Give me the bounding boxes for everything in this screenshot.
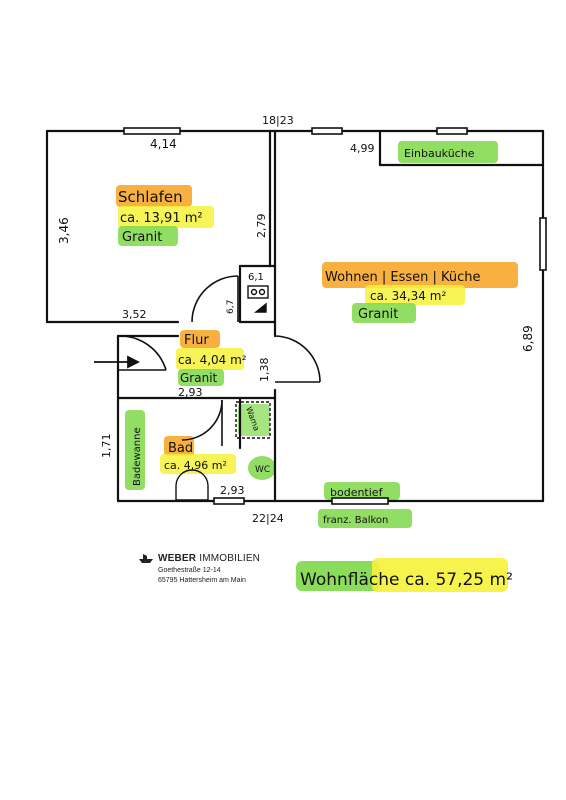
company-street: Goethestraße 12-14	[158, 567, 221, 574]
room-flur-name: Flur	[184, 333, 209, 348]
room-flur-floor: Granit	[180, 371, 218, 385]
room-bad-area: ca. 4,96 m²	[164, 459, 227, 472]
dim-top-total: 18|23	[262, 114, 294, 127]
label-wc: WC	[255, 465, 270, 475]
dim-small-top: 6,1	[248, 272, 264, 283]
room-wohnen-floor: Granit	[358, 307, 398, 322]
total-area: Wohnfläche ca. 57,25 m²	[300, 570, 513, 590]
label-balkon: franz. Balkon	[323, 515, 388, 526]
dim-small-side: 6,7	[226, 300, 236, 314]
entrance-arrow-icon	[94, 355, 141, 369]
dim-flur-right: 1,38	[258, 358, 271, 383]
room-labels: Schlafen ca. 13,91 m² Granit Wohnen | Es…	[118, 188, 481, 472]
dim-flur-bottom: 2,93	[178, 386, 203, 399]
boat-icon	[139, 554, 153, 563]
dim-bottom-total: 22|24	[252, 512, 284, 525]
dim-bad-left: 1,71	[100, 434, 113, 459]
highlights	[116, 141, 518, 592]
company-name: WEBER IMMOBILIEN	[158, 552, 261, 564]
label-einbaukueche: Einbauküche	[404, 147, 475, 160]
dim-schlafen-wall: 2,79	[255, 214, 268, 239]
dim-wohnen-height: 6,89	[521, 325, 535, 352]
dim-bad-bottom: 2,93	[220, 484, 245, 497]
company-city: 65795 Hattersheim am Main	[158, 577, 246, 584]
dim-schlafen-width: 4,14	[150, 137, 177, 151]
room-wohnen-name: Wohnen | Essen | Küche	[325, 270, 481, 285]
room-schlafen-area: ca. 13,91 m²	[120, 211, 203, 226]
fixture-labels: Einbauküche Badewanne Wama WC bodentief …	[132, 147, 475, 526]
room-schlafen-name: Schlafen	[118, 188, 183, 206]
dim-schlafen-height: 3,46	[57, 217, 71, 244]
dim-schlafen-bottom: 3,52	[122, 308, 147, 321]
dim-wohnen-top: 4,99	[350, 142, 375, 155]
windows	[123, 127, 547, 505]
room-schlafen-floor: Granit	[122, 230, 162, 245]
room-bad-name: Bad	[168, 441, 193, 456]
fixtures	[175, 285, 271, 501]
label-bodentief: bodentief	[330, 486, 384, 499]
room-flur-area: ca. 4,04 m²	[178, 353, 247, 367]
doors	[117, 275, 321, 446]
company-logo: WEBER IMMOBILIEN Goethestraße 12-14 6579…	[138, 552, 268, 602]
room-wohnen-area: ca. 34,34 m²	[370, 289, 446, 303]
dimension-labels: 18|23 4,14 4,99 3,46 2,79 6,1 6,7 3,52 1…	[57, 114, 535, 525]
label-badewanne: Badewanne	[132, 427, 143, 486]
